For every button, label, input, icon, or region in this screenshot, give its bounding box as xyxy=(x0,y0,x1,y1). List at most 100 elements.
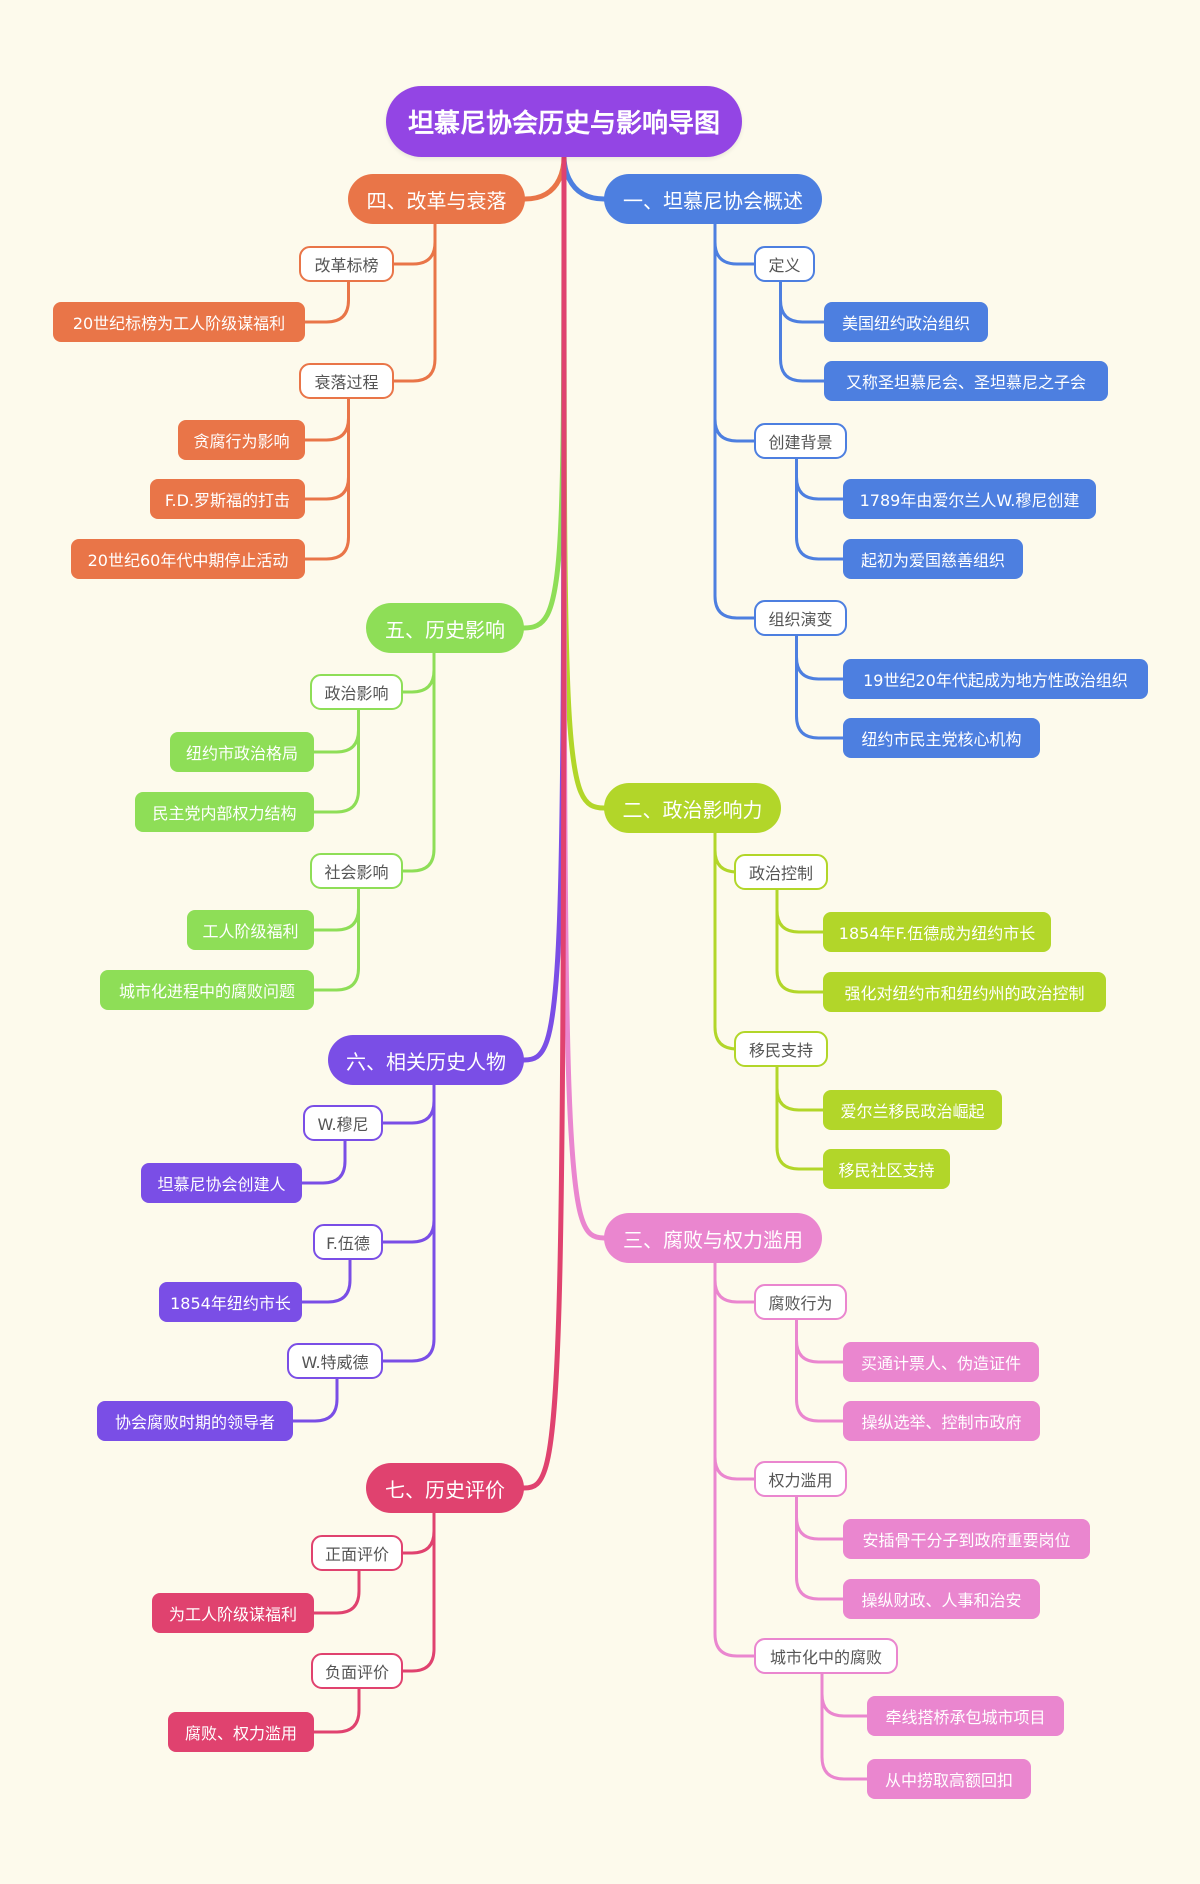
leaf-link xyxy=(303,397,350,442)
leaf-node[interactable]: 城市化进程中的腐败问题 xyxy=(100,970,314,1010)
branch-link xyxy=(713,222,756,620)
leaf-link xyxy=(779,280,826,383)
branch-link xyxy=(713,1261,756,1658)
branch-link xyxy=(381,1083,436,1363)
topic-node[interactable]: 政治影响 xyxy=(310,674,403,710)
topic-node[interactable]: 政治控制 xyxy=(734,854,828,890)
leaf-link xyxy=(312,708,360,754)
topic-node[interactable]: F.伍德 xyxy=(313,1224,383,1260)
leaf-link xyxy=(795,457,845,561)
leaf-node[interactable]: 操纵选举、控制市政府 xyxy=(843,1401,1040,1441)
leaf-link xyxy=(312,1687,361,1734)
leaf-node[interactable]: 纽约市政治格局 xyxy=(170,732,314,772)
leaf-node[interactable]: F.D.罗斯福的打击 xyxy=(150,479,305,519)
topic-node[interactable]: 城市化中的腐败 xyxy=(754,1638,898,1674)
leaf-node[interactable]: 美国纽约政治组织 xyxy=(824,302,988,342)
leaf-link xyxy=(795,634,845,681)
branch-link xyxy=(401,651,436,873)
leaf-node[interactable]: 协会腐败时期的领导者 xyxy=(97,1401,293,1441)
leaf-node[interactable]: 牵线搭桥承包城市项目 xyxy=(867,1696,1064,1736)
branch-link xyxy=(713,222,756,266)
leaf-node[interactable]: 为工人阶级谋福利 xyxy=(152,1593,314,1633)
leaf-node[interactable]: 坦慕尼协会创建人 xyxy=(141,1163,302,1203)
branch-node[interactable]: 一、坦慕尼协会概述 xyxy=(604,174,822,224)
branch-node[interactable]: 五、历史影响 xyxy=(366,603,524,653)
branch-node[interactable]: 三、腐败与权力滥用 xyxy=(604,1213,822,1263)
leaf-node[interactable]: 19世纪20年代起成为地方性政治组织 xyxy=(843,659,1148,699)
leaf-link xyxy=(795,1495,845,1541)
topic-node[interactable]: 权力滥用 xyxy=(754,1461,847,1497)
branch-node[interactable]: 四、改革与衰落 xyxy=(348,174,525,224)
topic-node[interactable]: 负面评价 xyxy=(311,1653,403,1689)
trunk-link xyxy=(561,154,607,811)
leaf-node[interactable]: 又称圣坦慕尼会、圣坦慕尼之子会 xyxy=(824,361,1108,401)
topic-node[interactable]: 组织演变 xyxy=(754,600,847,636)
topic-node[interactable]: 移民支持 xyxy=(734,1031,828,1067)
branch-link xyxy=(381,1083,436,1244)
leaf-node[interactable]: 移民社区支持 xyxy=(823,1149,950,1189)
leaf-node[interactable]: 1854年F.伍德成为纽约市长 xyxy=(823,912,1051,952)
leaf-link xyxy=(300,1258,352,1304)
leaf-link xyxy=(303,397,350,501)
leaf-link xyxy=(303,397,350,561)
mindmap-title[interactable]: 坦慕尼协会历史与影响导图 xyxy=(386,86,742,157)
leaf-node[interactable]: 腐败、权力滥用 xyxy=(168,1712,314,1752)
leaf-node[interactable]: 强化对纽约市和纽约州的政治控制 xyxy=(823,972,1106,1012)
topic-node[interactable]: 腐败行为 xyxy=(754,1284,847,1320)
leaf-link xyxy=(312,708,360,814)
leaf-link xyxy=(775,888,825,934)
leaf-link xyxy=(795,1318,845,1364)
leaf-link xyxy=(312,887,360,992)
branch-link xyxy=(401,1511,436,1555)
branch-link xyxy=(401,651,436,694)
branch-node[interactable]: 二、政治影响力 xyxy=(604,783,781,833)
leaf-link xyxy=(775,1065,825,1171)
branch-link xyxy=(713,1261,756,1304)
branch-node[interactable]: 七、历史评价 xyxy=(366,1463,524,1513)
topic-node[interactable]: 创建背景 xyxy=(754,423,847,459)
leaf-link xyxy=(779,280,826,324)
leaf-node[interactable]: 从中捞取高额回扣 xyxy=(867,1759,1031,1799)
leaf-node[interactable]: 民主党内部权力结构 xyxy=(135,792,314,832)
branch-node[interactable]: 六、相关历史人物 xyxy=(328,1035,524,1085)
leaf-link xyxy=(303,280,350,324)
leaf-node[interactable]: 纽约市民主党核心机构 xyxy=(843,718,1040,758)
topic-node[interactable]: 正面评价 xyxy=(311,1535,403,1571)
leaf-link xyxy=(300,1139,347,1185)
leaf-link xyxy=(795,457,845,501)
topic-node[interactable]: W.穆尼 xyxy=(303,1105,383,1141)
topic-node[interactable]: 衰落过程 xyxy=(299,363,394,399)
leaf-node[interactable]: 1789年由爱尔兰人W.穆尼创建 xyxy=(843,479,1096,519)
leaf-link xyxy=(795,1318,845,1423)
leaf-node[interactable]: 买通计票人、伪造证件 xyxy=(843,1342,1039,1382)
leaf-node[interactable]: 爱尔兰移民政治崛起 xyxy=(823,1090,1002,1130)
branch-link xyxy=(392,222,437,383)
trunk-link xyxy=(521,154,567,1491)
leaf-link xyxy=(312,1569,361,1615)
trunk-link xyxy=(561,154,607,202)
leaf-link xyxy=(820,1672,869,1781)
topic-node[interactable]: 社会影响 xyxy=(310,853,403,889)
leaf-link xyxy=(795,634,845,740)
leaf-link xyxy=(312,887,360,932)
topic-node[interactable]: W.特威德 xyxy=(287,1343,383,1379)
trunk-link xyxy=(521,154,567,1063)
leaf-node[interactable]: 1854年纽约市长 xyxy=(159,1282,302,1322)
trunk-link xyxy=(522,154,567,202)
leaf-node[interactable]: 安插骨干分子到政府重要岗位 xyxy=(843,1519,1090,1559)
leaf-node[interactable]: 操纵财政、人事和治安 xyxy=(843,1579,1040,1619)
branch-link xyxy=(401,1511,436,1673)
leaf-node[interactable]: 贪腐行为影响 xyxy=(178,420,305,460)
leaf-node[interactable]: 20世纪标榜为工人阶级谋福利 xyxy=(53,302,305,342)
topic-node[interactable]: 改革标榜 xyxy=(299,246,394,282)
leaf-node[interactable]: 工人阶级福利 xyxy=(187,910,314,950)
leaf-node[interactable]: 20世纪60年代中期停止活动 xyxy=(71,539,305,579)
leaf-link xyxy=(775,888,825,994)
leaf-link xyxy=(291,1377,339,1423)
leaf-node[interactable]: 起初为爱国慈善组织 xyxy=(843,539,1023,579)
branch-link xyxy=(392,222,437,266)
leaf-link xyxy=(795,1495,845,1601)
topic-node[interactable]: 定义 xyxy=(754,246,815,282)
